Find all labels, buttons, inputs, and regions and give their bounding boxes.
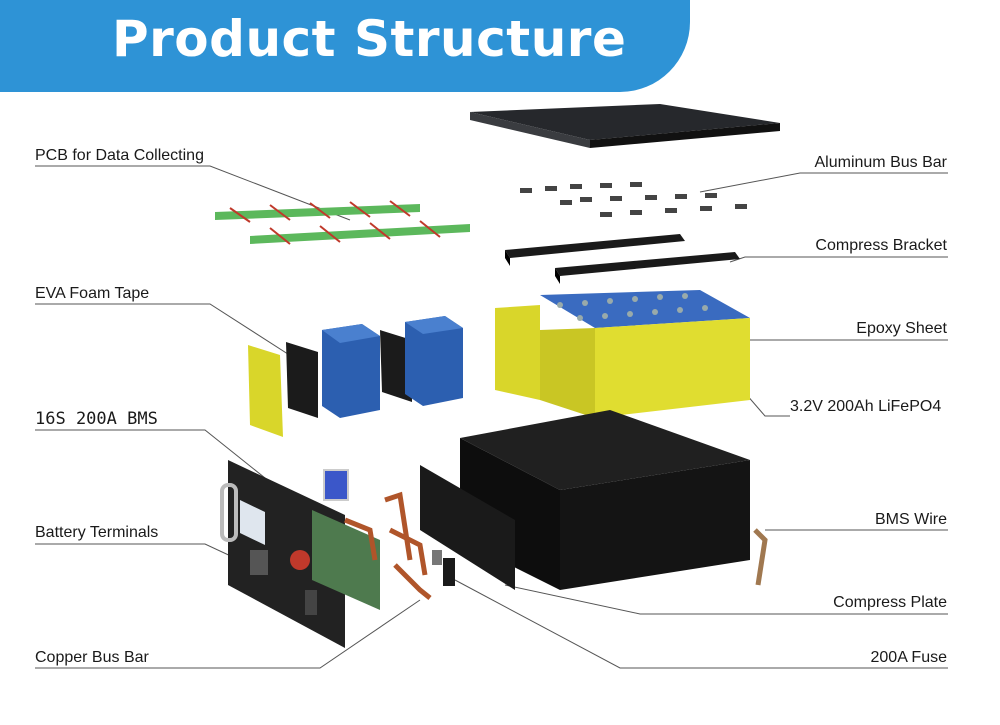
title-banner: Product Structure bbox=[0, 0, 690, 92]
leader-eva bbox=[35, 303, 306, 366]
label-lifepo4-cell: 3.2V 200Ah LiFePO4 bbox=[790, 398, 942, 415]
leader-plate bbox=[504, 584, 948, 615]
label-epoxy-sheet: Epoxy Sheet bbox=[856, 320, 947, 337]
eva-foam-and-cells bbox=[248, 316, 463, 437]
leader-lines bbox=[35, 165, 948, 669]
label-bms: 16S 200A BMS bbox=[35, 409, 158, 429]
leader-terminals bbox=[35, 543, 251, 566]
compress-plate bbox=[420, 465, 515, 590]
label-fuse: 200A Fuse bbox=[870, 649, 948, 666]
label-bms-wire: BMS Wire bbox=[875, 511, 947, 528]
label-eva-foam-tape: EVA Foam Tape bbox=[35, 285, 150, 302]
top-lid bbox=[470, 104, 780, 148]
pcb-strips bbox=[215, 200, 470, 245]
aluminum-bus-bars bbox=[520, 182, 747, 217]
leader-bracket bbox=[729, 256, 948, 263]
compress-brackets bbox=[505, 234, 740, 284]
fuse bbox=[432, 550, 455, 586]
front-panel bbox=[220, 460, 345, 648]
label-compress-bracket: Compress Bracket bbox=[815, 237, 947, 254]
label-copper-bus-bar: Copper Bus Bar bbox=[35, 649, 149, 666]
bms-board bbox=[312, 469, 380, 610]
leader-aluminum bbox=[699, 172, 948, 193]
cell-terminals bbox=[557, 293, 708, 321]
label-aluminum-bus-bar: Aluminum Bus Bar bbox=[814, 154, 948, 171]
label-battery-terminals: Battery Terminals bbox=[35, 524, 159, 541]
label-pcb: PCB for Data Collecting bbox=[35, 147, 204, 164]
leader-pcb bbox=[35, 165, 351, 221]
page-title: Product Structure bbox=[112, 10, 627, 68]
bms-wire bbox=[753, 528, 768, 586]
lifepo4-cell-pack bbox=[495, 290, 750, 418]
label-compress-plate: Compress Plate bbox=[833, 594, 947, 611]
copper-bus-bars bbox=[344, 491, 432, 600]
battery-case bbox=[460, 410, 750, 590]
leader-copper bbox=[35, 599, 421, 669]
leader-fuse bbox=[454, 579, 948, 669]
